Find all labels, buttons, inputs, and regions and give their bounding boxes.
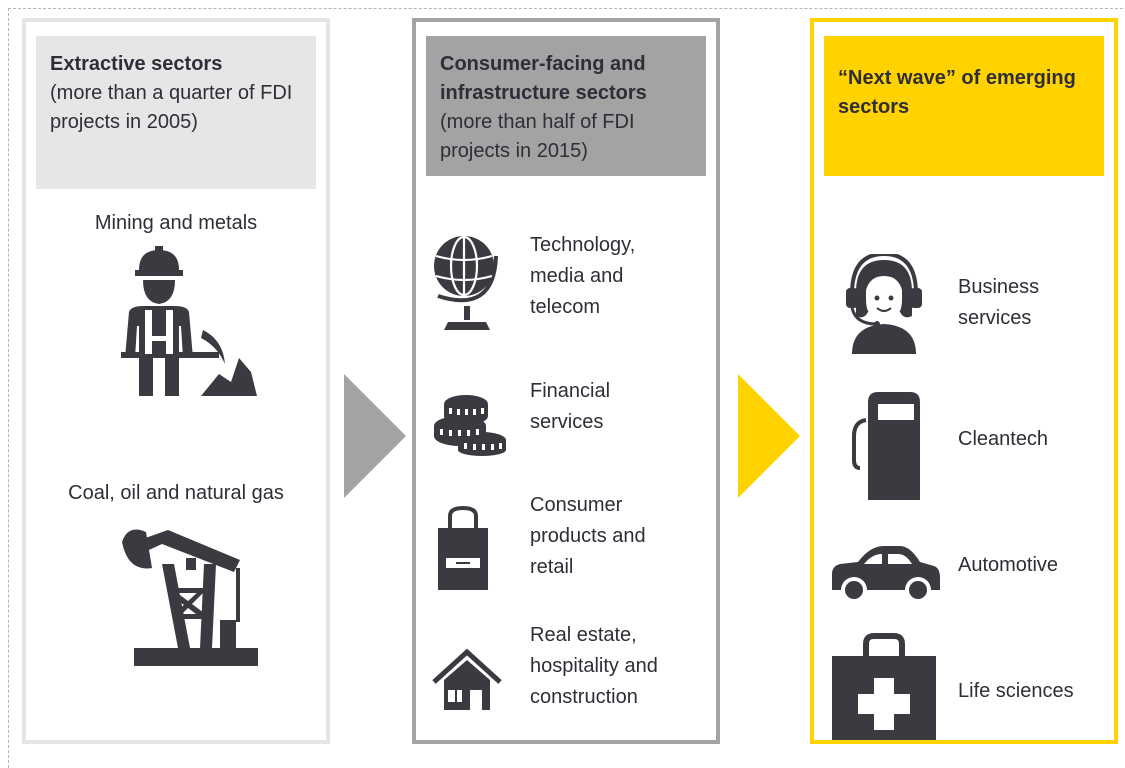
label-cleantech: Cleantech (958, 428, 1049, 450)
house-icon (432, 648, 502, 710)
dashed-frame (8, 8, 1125, 768)
label-financial-services: Financial services (530, 380, 611, 433)
panel-next-wave: “Next wave” of emerging sectors Business… (810, 18, 1118, 744)
label-consumer-products-retail: Consumer products and retail (530, 494, 646, 578)
shopping-bag-icon (438, 506, 488, 590)
arrow-right-yellow (738, 374, 800, 498)
panel-header-consumer: Consumer-facing and infrastructure secto… (426, 36, 706, 176)
headset-operator-icon (846, 254, 922, 354)
label-coal-oil-gas: Coal, oil and natural gas (68, 482, 284, 504)
panel-header-next-wave: “Next wave” of emerging sectors (824, 36, 1104, 176)
label-business-services: Business services (958, 276, 1040, 329)
arrow-right-gray (344, 374, 406, 498)
label-life-sciences: Life sciences (958, 680, 1074, 702)
panel-subtitle: (more than half of FDI projects in 2015) (440, 111, 635, 162)
panel-extractive: Extractive sectors (more than a quarter … (22, 18, 330, 744)
label-automotive: Automotive (958, 554, 1059, 576)
coins-icon (434, 395, 506, 456)
medical-kit-icon (832, 633, 936, 740)
panel-title: “Next wave” of emerging sectors (838, 67, 1076, 118)
label-real-estate-hospitality-construction: Real estate, hospitality and constructio… (530, 624, 658, 708)
panel-title: Consumer-facing and infrastructure secto… (440, 53, 647, 104)
panel-title: Extractive sectors (50, 53, 223, 75)
label-mining-metals: Mining and metals (94, 212, 258, 234)
oil-pump-icon (122, 529, 258, 666)
panel-consumer-infrastructure: Consumer-facing and infrastructure secto… (412, 18, 720, 744)
panel-header-extractive: Extractive sectors (more than a quarter … (36, 36, 316, 189)
panel-subtitle: (more than a quarter of FDI projects in … (50, 82, 293, 133)
globe-icon (434, 235, 498, 330)
label-technology-media-telecom: Technology, media and telecom (530, 234, 636, 318)
fuel-pump-icon (852, 392, 920, 500)
car-icon (832, 546, 940, 603)
miner-icon (121, 246, 257, 396)
